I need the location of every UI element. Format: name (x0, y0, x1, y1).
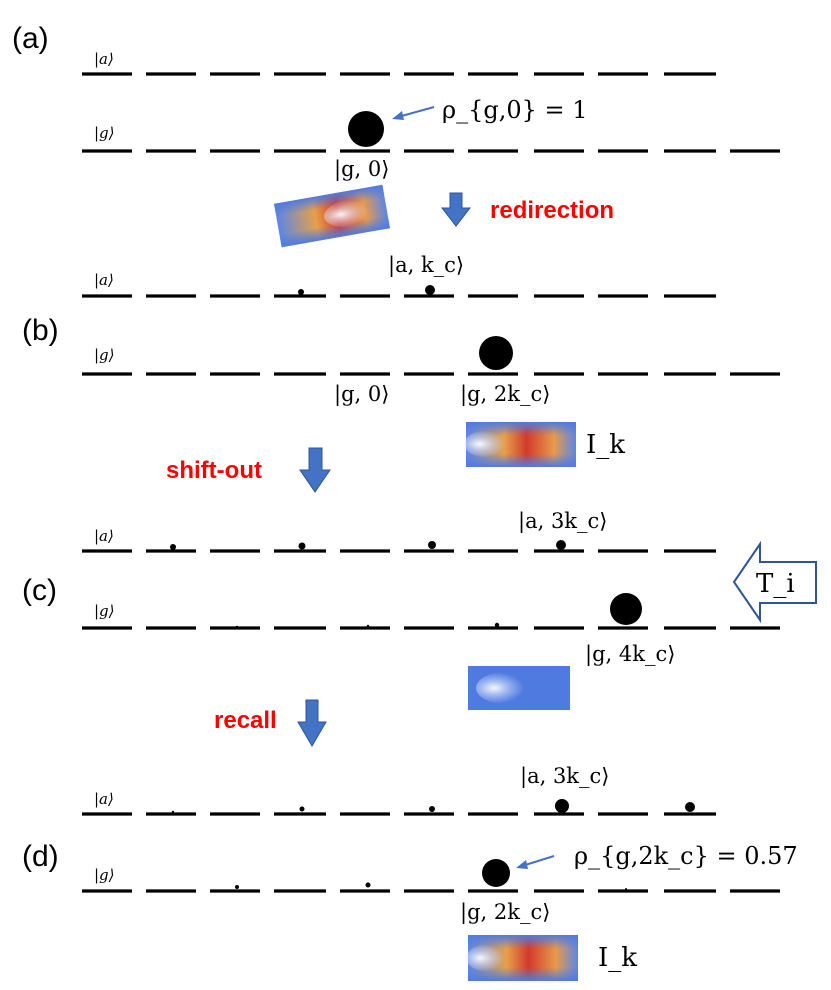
panel-d-population-a3kc (555, 799, 569, 813)
panel-b-label: (b) (22, 314, 59, 347)
panel-d-population-g-2 (365, 882, 371, 888)
panel-d-population-g2kc (482, 859, 510, 887)
field-image-rotated (274, 184, 390, 248)
field-image-b (464, 422, 576, 467)
panel-a-label: (a) (12, 22, 49, 55)
panel-d-a-level-label: |a⟩ (94, 790, 114, 808)
panel-c-population-g-3 (494, 622, 500, 628)
shift-out-arrow (299, 447, 331, 493)
panel-a-g-level-label: |g⟩ (94, 124, 115, 142)
redirection-label: redirection (490, 197, 614, 224)
panel-a-a-level-label: |a⟩ (94, 50, 114, 68)
panel-c-ket-a3kc: |a, 3k_c⟩ (518, 509, 608, 534)
panel-a-population-g0 (348, 111, 384, 147)
panel-c-ket-g4kc: |g, 4k_c⟩ (585, 642, 675, 667)
panel-c-population-g-2 (366, 624, 370, 628)
panel-b-population-g2kc (479, 336, 513, 370)
recall-arrow (297, 699, 327, 747)
panel-d-ket-a3kc: |a, 3k_c⟩ (520, 764, 610, 789)
panel-b-ket-a-kc: |a, k_c⟩ (388, 253, 464, 278)
panel-d-ket-g2kc: |g, 2k_c⟩ (460, 900, 550, 925)
panel-d-g-level-label: |g⟩ (94, 866, 115, 884)
panel-d-population-g-1 (235, 885, 239, 889)
panel-d-population-a-5 (685, 802, 695, 812)
panel-b-a-level-label: |a⟩ (94, 271, 114, 289)
panel-c-g-level-label: |g⟩ (94, 602, 115, 620)
panel-c-input-label: T_i (756, 569, 795, 599)
panel-b-population-a-kc (425, 285, 435, 295)
panel-c-label: (c) (22, 574, 57, 607)
panel-d-population-a-1 (171, 810, 175, 814)
panel-c-population-g4kc (610, 593, 642, 625)
panel-c-population-a-1 (170, 544, 176, 550)
panel-c-population-a-2 (298, 542, 306, 550)
redirection-arrow (440, 192, 472, 227)
panel-c-population-g-1 (235, 625, 239, 629)
panel-d-population-a-2 (299, 806, 305, 812)
panel-c-a-level-label: |a⟩ (94, 527, 114, 545)
panel-c-population-a-3 (428, 541, 436, 549)
panel-a-ket-g0: |g, 0⟩ (334, 157, 389, 182)
panel-d-pointer-arrow (516, 855, 555, 869)
panel-d-population-g-4 (625, 888, 627, 890)
panel-b-ket-g2kc: |g, 2k_c⟩ (460, 382, 550, 407)
panel-d-intensity-label: I_k (598, 943, 637, 973)
panel-c-population-a3kc (556, 540, 566, 550)
panel-d-rho-label: ρ_{g,2k_c} = 0.57 (574, 842, 798, 870)
panel-b-intensity-label: I_k (586, 430, 625, 460)
input-arrow (732, 540, 817, 624)
recall-label: recall (214, 707, 277, 734)
panel-b-g-level-label: |g⟩ (94, 346, 115, 364)
panel-a-pointer-arrow (392, 106, 435, 120)
field-image-c (468, 666, 570, 710)
panel-a-rho-label: ρ_{g,0} = 1 (442, 96, 588, 124)
panel-d-population-a-3 (429, 806, 435, 812)
shift-out-label: shift-out (166, 457, 262, 484)
panel-d-label: (d) (22, 840, 59, 873)
panel-b-population-a-small (298, 289, 304, 295)
panel-b-ket-g0: |g, 0⟩ (334, 382, 389, 407)
field-image-d (466, 935, 578, 981)
